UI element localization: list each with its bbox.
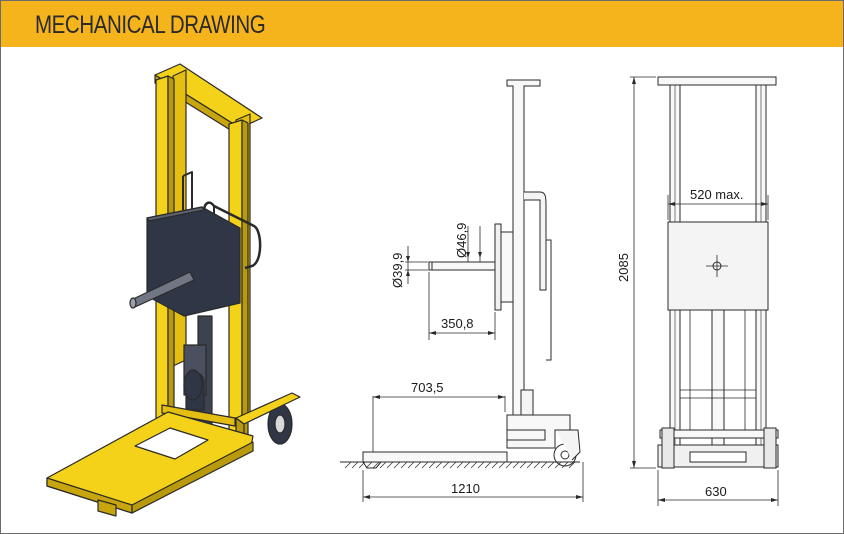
front-elevation-view	[630, 76, 779, 506]
dim-spindle-length: 350,8	[441, 316, 474, 331]
dim-spindle-diameter: Ø39,9	[390, 253, 405, 288]
front-view-dimensions: 2085 630 520 max.	[616, 187, 743, 499]
dim-flange-diameter: Ø46,9	[454, 223, 469, 258]
isometric-lifter-view	[46, 63, 301, 517]
dim-overall-width: 630	[705, 484, 727, 499]
dim-total-length: 1210	[451, 481, 480, 496]
section-title: MECHANICAL DRAWING	[35, 11, 266, 39]
dim-overall-height: 2085	[616, 253, 631, 282]
side-view-dimensions: 703,5 1210 350,8 Ø39,9 Ø46,9	[390, 223, 480, 496]
dim-plate-width: 520 max.	[690, 187, 743, 202]
dim-fork-length: 703,5	[411, 380, 444, 395]
side-elevation-view	[340, 79, 584, 502]
section-header: MECHANICAL DRAWING	[1, 1, 843, 47]
